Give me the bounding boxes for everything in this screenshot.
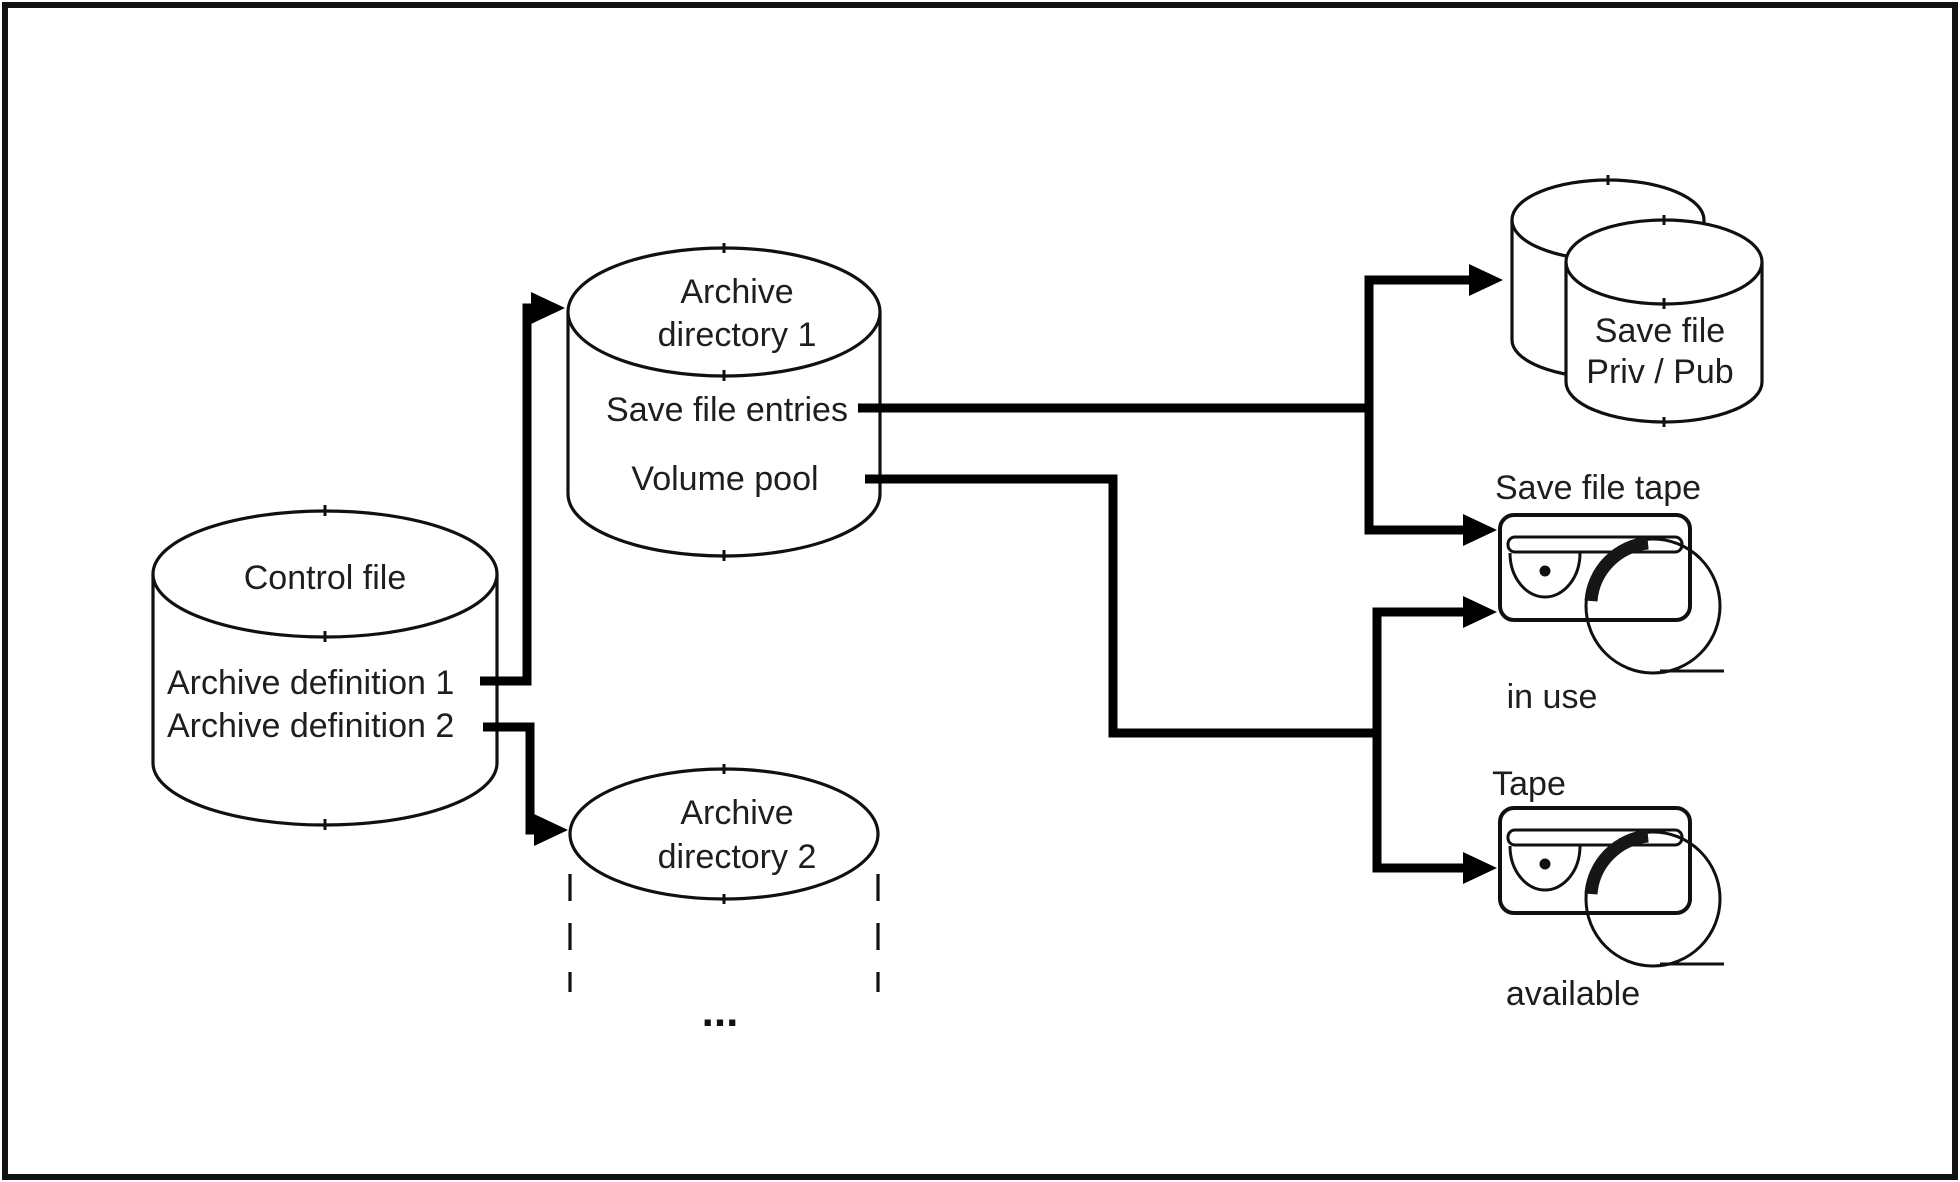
connector-entries-to-tape [1364, 408, 1464, 535]
save-file-priv-pub-cylinders [1510, 175, 1764, 427]
archive-directory-1-title-line2: directory 1 [658, 316, 817, 354]
front-cylinder-top [1564, 218, 1764, 306]
archive-definition-2-label: Archive definition 2 [167, 707, 454, 745]
connector-def1-to-dir1 [480, 303, 534, 686]
control-file-title: Control file [244, 559, 407, 597]
save-file-priv-pub-label-line2: Priv / Pub [1586, 353, 1733, 391]
tape-title: Tape [1492, 765, 1566, 803]
archive-directory-1-title-line1: Archive [680, 273, 793, 311]
more-directories-ellipsis: ... [702, 987, 739, 1036]
control-file-cylinder [151, 505, 499, 830]
connector-volumepool-to-tape-available [1372, 733, 1464, 873]
cylinder-top [566, 246, 882, 378]
save-file-priv-pub-label-line1: Save file [1595, 312, 1725, 350]
arrowhead [1463, 596, 1497, 628]
archive-directory-2-title-line1: Archive [680, 794, 793, 832]
save-file-entries-label: Save file entries [606, 391, 848, 429]
arrowhead [1463, 514, 1497, 546]
arrowhead [531, 292, 565, 324]
archive-directory-2-cylinder [568, 764, 880, 992]
tape-icon-available [1500, 808, 1724, 966]
save-file-tape-title: Save file tape [1495, 469, 1701, 507]
volume-pool-label: Volume pool [631, 460, 818, 498]
archive-definition-1-label: Archive definition 1 [167, 664, 454, 702]
connector-def2-to-dir2 [483, 722, 537, 835]
save-file-tape-status: in use [1507, 678, 1598, 716]
archive-directory-2-title-line2: directory 2 [658, 838, 817, 876]
connector-volumepool-to-tape-inuse [865, 474, 1464, 738]
arrowhead [1469, 264, 1503, 296]
archive-directory-1-cylinder [566, 243, 882, 561]
tape-status: available [1506, 975, 1640, 1013]
cylinder-top [568, 767, 880, 901]
arrowhead [1463, 852, 1497, 884]
arrowhead [534, 814, 568, 846]
connector-entries-to-savefile [858, 275, 1470, 413]
tape-icon-in-use [1500, 515, 1724, 673]
